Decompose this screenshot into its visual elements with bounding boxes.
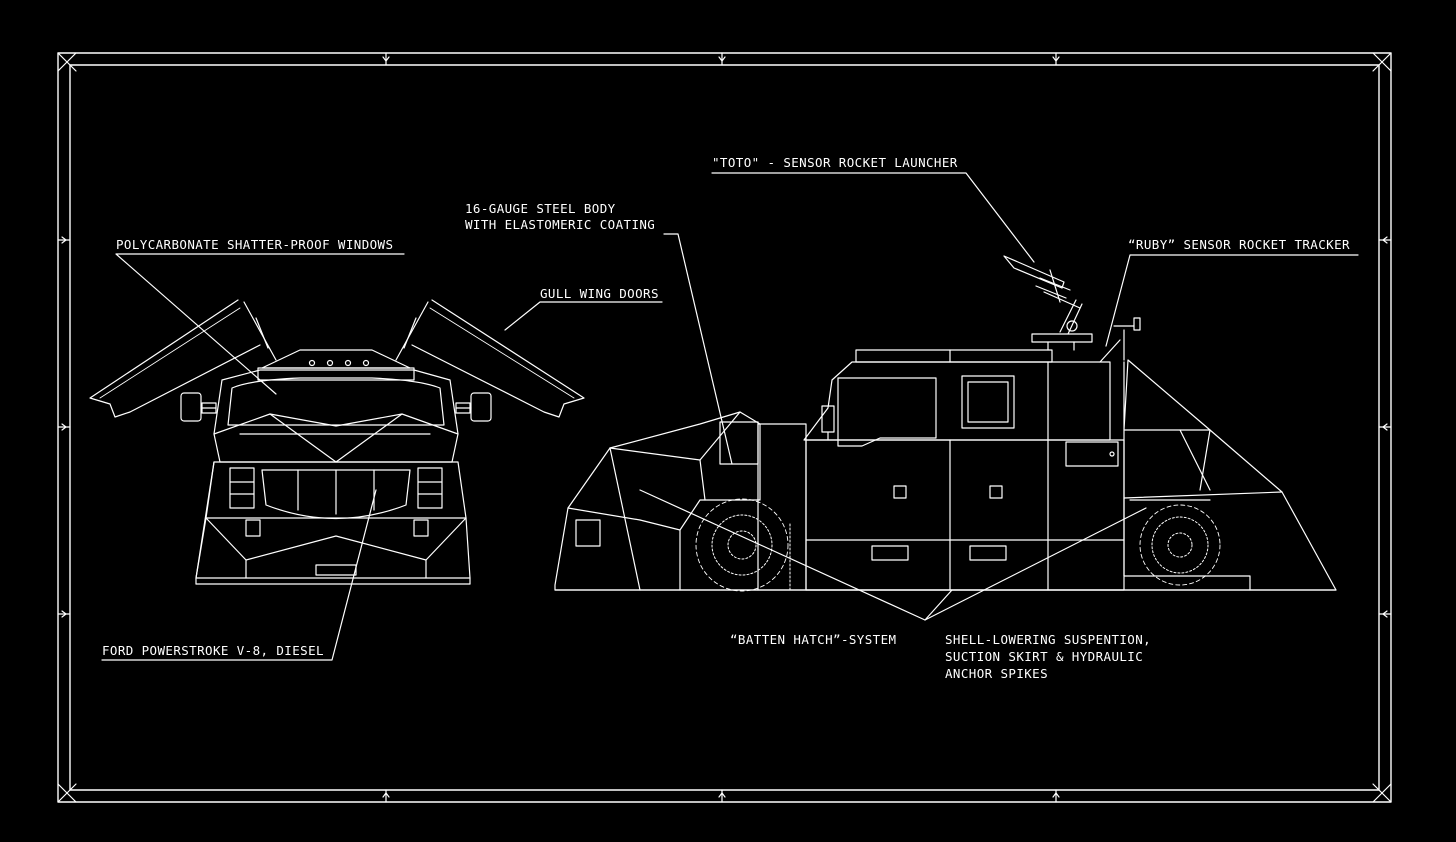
label-ruby-tracker: “RUBY” SENSOR ROCKET TRACKER	[1128, 237, 1350, 252]
label-toto-launcher: "TOTO" - SENSOR ROCKET LAUNCHER	[712, 155, 958, 170]
label-steel-body-line2: WITH ELASTOMERIC COATING	[465, 217, 656, 232]
callout-leader-lines	[101, 172, 1359, 661]
front-view-vehicle	[89, 299, 585, 585]
label-gull-wing-doors: GULL WING DOORS	[540, 286, 659, 301]
blueprint-frame	[57, 52, 1392, 803]
label-windows: POLYCARBONATE SHATTER-PROOF WINDOWS	[116, 237, 394, 252]
label-engine: FORD POWERSTROKE V-8, DIESEL	[102, 643, 324, 658]
label-batten-hatch: “BATTEN HATCH”-SYSTEM	[730, 632, 897, 647]
label-shell-line1: SHELL-LOWERING SUSPENTION,	[945, 632, 1152, 647]
label-shell-line3: ANCHOR SPIKES	[945, 666, 1049, 681]
label-steel-body-line1: 16-GAUGE STEEL BODY	[465, 201, 616, 216]
label-shell-line2: SUCTION SKIRT & HYDRAULIC	[945, 649, 1144, 664]
side-view-vehicle	[554, 255, 1337, 592]
